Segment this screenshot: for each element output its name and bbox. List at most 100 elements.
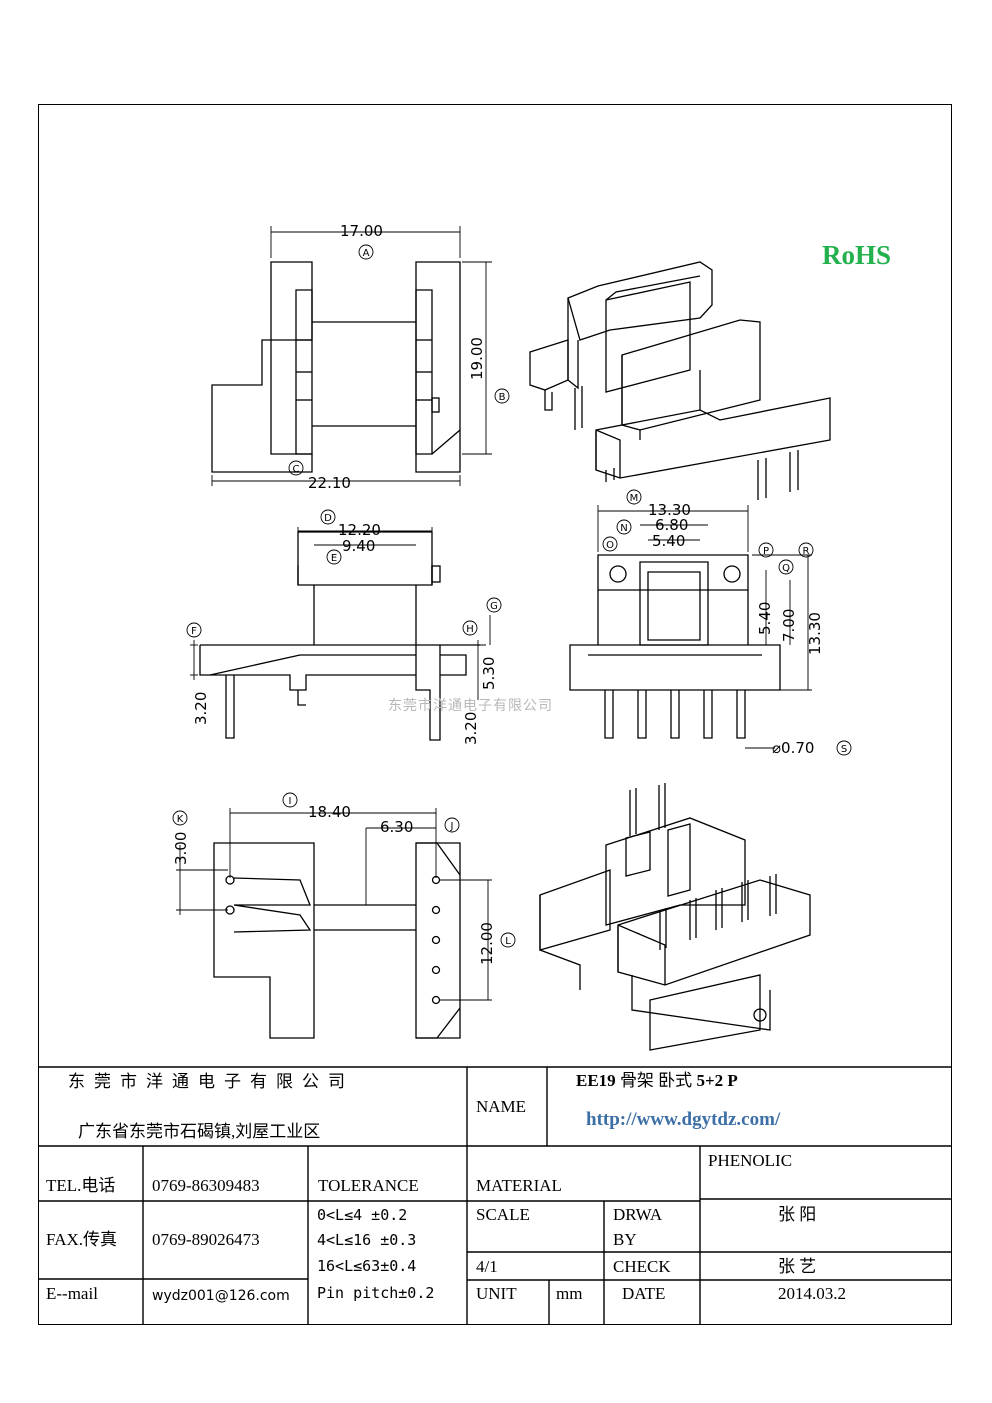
dim-j: 6.30	[380, 818, 413, 836]
callout-g-letter: G	[490, 601, 498, 612]
callout-i: I	[282, 792, 298, 808]
dim-b: 19.00	[468, 337, 486, 380]
dim-m: 13.30	[648, 501, 691, 519]
callout-b: B	[494, 388, 510, 404]
tolerance-range-3: 16<L≤63±0.4	[317, 1257, 417, 1275]
callout-b-letter: B	[499, 392, 506, 403]
callout-d: D	[320, 509, 336, 525]
callout-g: G	[486, 597, 502, 613]
top-view	[211, 226, 492, 486]
callout-l-letter: L	[505, 936, 511, 947]
isometric-view-1	[529, 261, 831, 500]
dim-f: 3.20	[192, 692, 210, 725]
scale-label: SCALE	[476, 1205, 530, 1224]
isometric-view-2	[539, 783, 811, 1051]
product-code: EE19	[576, 1071, 616, 1090]
drawing-frame	[38, 104, 952, 1325]
callout-a: A	[358, 244, 374, 260]
drawn-by-value: 张 阳	[778, 1205, 817, 1224]
dim-d: 12.20	[338, 521, 381, 539]
callout-a-letter: A	[363, 248, 370, 259]
dim-r: 13.30	[806, 612, 824, 655]
fax-value: 0769-89026473	[152, 1230, 260, 1249]
callout-q: Q	[778, 559, 794, 575]
dim-k: 3.00	[172, 832, 190, 865]
date-value: 2014.03.2	[778, 1284, 846, 1303]
callout-j: J	[444, 817, 460, 833]
unit-label: UNIT	[476, 1284, 517, 1303]
callout-c-letter: C	[293, 464, 300, 475]
callout-p-letter: P	[763, 546, 769, 557]
callout-n: N	[616, 519, 632, 535]
dimension-labels: 17.00 22.10 12.20 9.40 13.30 6.80 5.40 ⌀…	[172, 222, 824, 965]
dim-a: 17.00	[340, 222, 383, 240]
callout-markers: A B C D E F G H M N O P Q R S I J K L	[172, 244, 852, 948]
tolerance-pin-pitch: Pin pitch±0.2	[317, 1284, 435, 1302]
dim-i: 18.40	[308, 803, 351, 821]
check-label: CHECK	[613, 1257, 671, 1276]
callout-h: H	[462, 620, 478, 636]
scale-value: 4/1	[476, 1257, 498, 1276]
rohs-mark: RoHS	[822, 240, 892, 270]
website-link[interactable]: http://www.dgytdz.com/	[586, 1109, 781, 1130]
callout-k-letter: K	[177, 814, 184, 825]
callout-r: R	[798, 542, 814, 558]
callout-o-letter: O	[606, 540, 614, 551]
dim-o: 5.40	[652, 532, 685, 550]
callout-i-letter: I	[289, 796, 292, 807]
callout-j-letter: J	[450, 821, 454, 832]
dim-h: 5.30	[480, 657, 498, 690]
callout-s: S	[836, 740, 852, 756]
check-value: 张 艺	[778, 1257, 817, 1276]
email-value: wydz001@126.com	[152, 1288, 290, 1304]
tel-label: TEL.电话	[46, 1176, 116, 1195]
callout-m: M	[626, 489, 642, 505]
callout-o: O	[602, 536, 618, 552]
tolerance-range-1: 0<L≤4 ±0.2	[317, 1206, 408, 1224]
dim-s: ⌀0.70	[772, 739, 814, 757]
product-name: EE19 骨架 卧式 5+2 P	[576, 1071, 738, 1091]
callout-e: E	[326, 549, 342, 565]
product-pins: 5+2 P	[696, 1071, 738, 1090]
callout-n-letter: N	[620, 523, 627, 534]
callout-c: C	[288, 460, 304, 476]
callout-f: F	[186, 622, 202, 638]
unit-value: mm	[556, 1284, 583, 1303]
callout-q-letter: Q	[782, 563, 790, 574]
dim-c: 22.10	[308, 474, 351, 492]
callout-f-letter: F	[191, 626, 197, 637]
material-value: PHENOLIC	[708, 1151, 793, 1170]
watermark-text: 东莞市洋通电子有限公司	[388, 698, 553, 714]
dim-h2: 3.20	[462, 712, 480, 745]
callout-l: L	[500, 932, 516, 948]
callout-e-letter: E	[331, 553, 337, 564]
tolerance-label: TOLERANCE	[318, 1176, 419, 1195]
company-name: 东莞市洋通电子有限公司	[68, 1072, 354, 1091]
dim-l: 12.00	[478, 922, 496, 965]
callout-h-letter: H	[466, 624, 474, 635]
dim-q: 7.00	[780, 609, 798, 642]
material-label: MATERIAL	[476, 1176, 562, 1195]
dim-n: 6.80	[655, 516, 688, 534]
callout-r-letter: R	[803, 546, 810, 557]
dim-p: 5.40	[756, 602, 774, 635]
name-label: NAME	[476, 1097, 527, 1116]
tolerance-range-2: 4<L≤16 ±0.3	[317, 1231, 417, 1249]
tel-value: 0769-86309483	[152, 1176, 260, 1195]
product-desc: 骨架 卧式	[619, 1071, 693, 1090]
callout-d-letter: D	[324, 513, 332, 524]
fax-label: FAX.传真	[46, 1230, 117, 1249]
callout-p: P	[758, 542, 774, 558]
drawn-by-label-line2: BY	[613, 1230, 637, 1249]
dim-e: 9.40	[342, 537, 375, 555]
callout-k: K	[172, 810, 188, 826]
bottom-view	[176, 808, 492, 1039]
title-block-grid	[38, 1066, 952, 1325]
email-label: E--mail	[46, 1284, 98, 1303]
front-view	[190, 527, 491, 741]
callout-s-letter: S	[841, 744, 847, 755]
side-view	[569, 505, 812, 749]
date-label: DATE	[622, 1284, 666, 1303]
company-address: 广东省东莞市石碣镇,刘屋工业区	[78, 1122, 321, 1141]
